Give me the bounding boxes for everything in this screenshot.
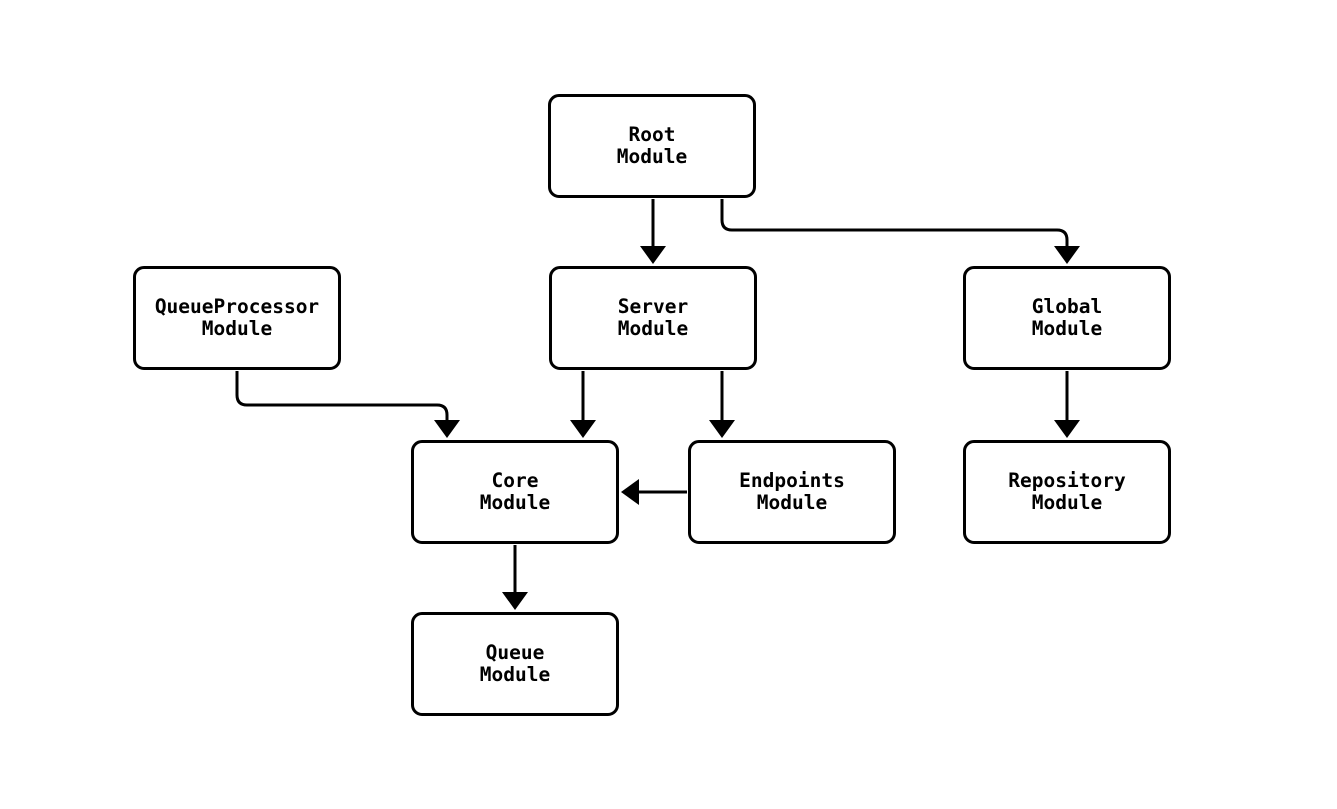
node-label-line: Core: [491, 469, 539, 492]
node-server-module: Server Module: [549, 266, 757, 370]
node-label-line: Module: [479, 491, 551, 514]
node-label-line: Global: [1031, 295, 1103, 318]
node-global-module: Global Module: [963, 266, 1171, 370]
node-repository-module: Repository Module: [963, 440, 1171, 544]
node-label-line: Module: [617, 317, 689, 340]
node-queue-module: Queue Module: [411, 612, 619, 716]
node-label-line: Module: [616, 145, 688, 168]
node-label-line: Queue: [485, 641, 545, 664]
edge-root-to-global: [720, 199, 1080, 264]
node-label-line: Server: [617, 295, 689, 318]
node-core-module: Core Module: [411, 440, 619, 544]
node-label-line: Root: [628, 123, 676, 146]
node-label-line: QueueProcessor: [154, 295, 320, 318]
node-root-module: Root Module: [548, 94, 756, 198]
node-label-line: Module: [1031, 317, 1103, 340]
node-label-line: Module: [1031, 491, 1103, 514]
node-label-line: Module: [201, 317, 273, 340]
node-label-line: Endpoints: [739, 469, 845, 492]
node-queueprocessor-module: QueueProcessor Module: [133, 266, 341, 370]
node-endpoints-module: Endpoints Module: [688, 440, 896, 544]
node-label-line: Module: [479, 663, 551, 686]
edge-queueprocessor-to-core: [235, 371, 460, 438]
node-label-line: Module: [756, 491, 828, 514]
node-label-line: Repository: [1008, 469, 1126, 492]
